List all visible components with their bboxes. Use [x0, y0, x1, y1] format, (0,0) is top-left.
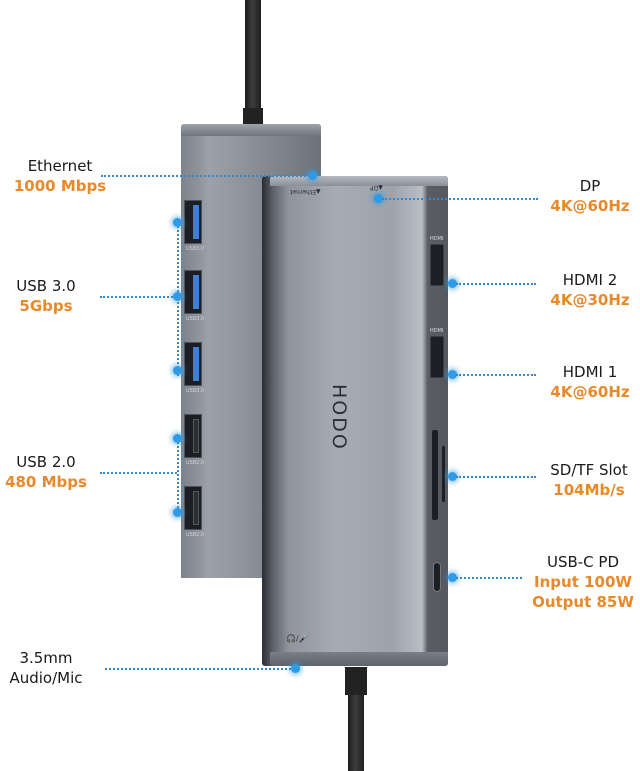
- bottom-cable-strain-relief: [345, 667, 367, 695]
- callout-usbc: USB-C PD Input 100W Output 85W: [526, 552, 640, 612]
- ethernet-marker-dot: [308, 171, 317, 180]
- sd-card-slot[interactable]: [432, 430, 438, 520]
- usb3-port-3-caption: USB3.0: [186, 388, 205, 394]
- hub-front-top-edge: [270, 176, 448, 186]
- callout-usb3-title: USB 3.0: [16, 277, 76, 295]
- usb-c-pd-port[interactable]: [433, 562, 441, 592]
- usb2-port-1[interactable]: [184, 414, 202, 458]
- usb3-port-2-caption: USB3.0: [186, 316, 205, 322]
- callout-usb3-spec: 5Gbps: [19, 297, 73, 315]
- dp-leader-line: [382, 198, 538, 200]
- usb3-port-1-caption: USB3.0: [186, 246, 205, 252]
- callout-sd: SD/TF Slot 104Mb/s: [538, 460, 640, 500]
- usb3-marker-dot-3: [173, 366, 182, 375]
- sd-leader-line: [456, 476, 536, 478]
- usb2-port-2-caption: USB2.0: [186, 532, 205, 538]
- usb3-port-3[interactable]: [184, 342, 202, 386]
- dp-port-label: ▲DP: [370, 184, 383, 191]
- callout-dp-title: DP: [579, 177, 601, 195]
- callout-usbc-spec: Input 100W: [534, 573, 632, 591]
- usb2-port-2[interactable]: [184, 486, 202, 530]
- callout-dp: DP 4K@60Hz: [540, 176, 640, 216]
- brand-logo: HODO: [328, 384, 350, 451]
- ethernet-port-label: ▲Ethernet: [290, 188, 321, 195]
- sd-marker-dot: [448, 472, 457, 481]
- usbc-leader-line: [456, 577, 522, 579]
- hub-back-top-edge: [181, 124, 321, 136]
- dp-marker-dot: [374, 194, 383, 203]
- usb2-marker-dot-2: [173, 508, 182, 517]
- top-cable: [245, 0, 261, 112]
- callout-dp-spec: 4K@60Hz: [550, 197, 630, 215]
- callout-hdmi2-title: HDMI 2: [562, 271, 618, 289]
- callout-hdmi2: HDMI 2 4K@30Hz: [540, 270, 640, 310]
- ethernet-leader-line: [101, 175, 313, 177]
- hub-front-bottom-edge: [270, 652, 448, 666]
- callout-usb2: USB 2.0 480 Mbps: [0, 452, 92, 492]
- hdmi1-leader-line: [456, 374, 536, 376]
- callout-audio-spec: Audio/Mic: [9, 669, 83, 687]
- callout-hdmi1-title: HDMI 1: [562, 363, 618, 381]
- callout-ethernet-title: Ethernet: [27, 157, 93, 175]
- callout-ethernet-spec: 1000 Mbps: [13, 177, 107, 195]
- callout-hdmi2-spec: 4K@30Hz: [550, 291, 630, 309]
- callout-usb2-title: USB 2.0: [16, 453, 76, 471]
- top-cable-strain-relief: [243, 108, 263, 128]
- usb2-bracket-line: [177, 438, 179, 512]
- hdmi1-marker-dot: [448, 370, 457, 379]
- usb3-marker-dot-2: [173, 292, 182, 301]
- callout-sd-title: SD/TF Slot: [550, 461, 628, 479]
- callout-usb3: USB 3.0 5Gbps: [0, 276, 92, 316]
- hub-front-module: [262, 176, 448, 666]
- tf-card-slot[interactable]: [442, 446, 445, 502]
- callout-usbc-title: USB-C PD: [546, 553, 620, 571]
- audio-marker-dot: [291, 664, 300, 673]
- callout-hdmi1-spec: 4K@60Hz: [550, 383, 630, 401]
- audio-port-label: 🎧/🎤: [286, 634, 309, 643]
- callout-usbc-spec2: Output 85W: [532, 593, 634, 611]
- hdmi2-port[interactable]: [430, 244, 444, 286]
- callout-audio: 3.5mm Audio/Mic: [0, 648, 92, 688]
- usb3-leader-line: [100, 296, 177, 298]
- callout-audio-title: 3.5mm: [19, 649, 73, 667]
- hdmi2-leader-line: [456, 283, 536, 285]
- usb3-marker-dot-1: [173, 218, 182, 227]
- callout-ethernet: Ethernet 1000 Mbps: [0, 156, 120, 196]
- callout-usb2-spec: 480 Mbps: [5, 473, 87, 491]
- usb3-port-1[interactable]: [184, 200, 202, 244]
- usbc-marker-dot: [448, 573, 457, 582]
- audio-leader-line: [105, 668, 295, 670]
- hdmi1-caption: HDMI: [430, 328, 444, 334]
- hdmi2-caption: HDMI: [430, 236, 444, 242]
- usb3-port-2[interactable]: [184, 270, 202, 314]
- usb2-marker-dot-1: [173, 434, 182, 443]
- usb2-port-1-caption: USB2.0: [186, 460, 205, 466]
- callout-sd-spec: 104Mb/s: [553, 481, 625, 499]
- hdmi2-marker-dot: [448, 279, 457, 288]
- usb2-leader-line: [100, 472, 177, 474]
- hdmi1-port[interactable]: [430, 336, 444, 378]
- bottom-cable: [348, 692, 364, 771]
- callout-hdmi1: HDMI 1 4K@60Hz: [540, 362, 640, 402]
